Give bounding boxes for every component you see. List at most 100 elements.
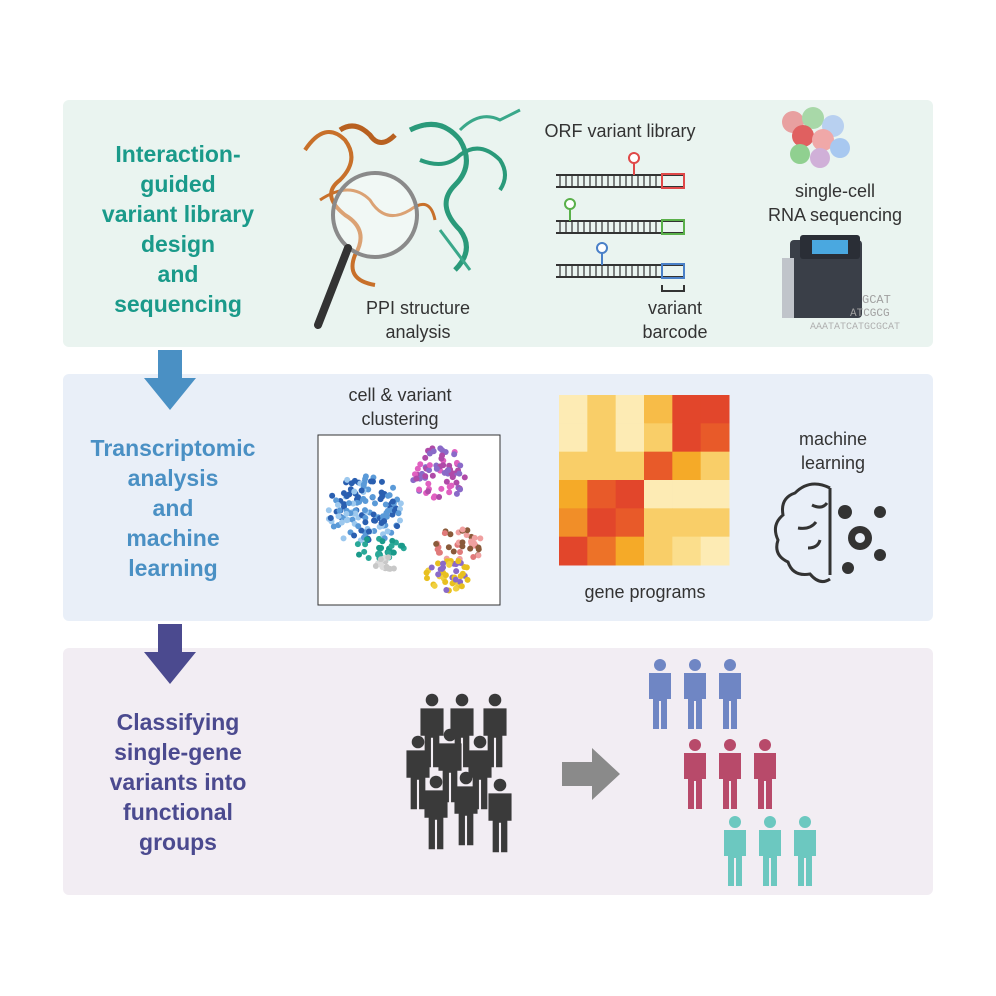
cluster-dot: [380, 513, 387, 520]
cluster-dot: [446, 483, 453, 490]
cluster-dot: [426, 450, 433, 457]
cluster-dot: [445, 544, 452, 551]
cluster-dot: [429, 472, 436, 479]
heatmap-cell: [615, 508, 645, 538]
cluster-dot: [325, 507, 332, 514]
cluster-dot: [467, 545, 474, 552]
heatmap-cell: [700, 423, 730, 453]
cluster-dot: [386, 492, 393, 499]
cluster-dot: [362, 497, 369, 504]
cluster-dot: [382, 501, 389, 508]
cluster-dot: [390, 549, 397, 556]
orf-construct-3: [556, 242, 685, 279]
person-icon: [684, 659, 706, 729]
cluster-dot: [447, 531, 454, 538]
cluster-dot: [378, 520, 385, 527]
cluster-dot: [455, 558, 462, 565]
brain-gears-icon: [773, 482, 832, 584]
cluster-dot: [457, 462, 464, 469]
grouped-people-icon: [649, 659, 816, 886]
heatmap-cell: [559, 423, 588, 453]
cluster-dot: [470, 554, 477, 561]
sequencer-icon: [782, 235, 862, 318]
cluster-dot: [356, 551, 363, 558]
cluster-dot: [335, 513, 342, 520]
person-icon: [759, 816, 781, 886]
heatmap-cell: [672, 451, 702, 481]
cluster-dot: [354, 541, 361, 548]
cluster-dot: [385, 554, 392, 561]
person-icon: [754, 739, 776, 809]
cluster-dot: [433, 465, 440, 472]
person-icon: [649, 659, 671, 729]
cluster-dot: [443, 586, 450, 593]
heatmap-cell: [644, 451, 673, 481]
cluster-dot: [435, 549, 442, 556]
clustering-dots: [325, 445, 484, 594]
seq-text-1: GCAT: [862, 293, 891, 307]
cluster-dot: [445, 467, 452, 474]
person-icon: [794, 816, 816, 886]
heatmap-cell: [587, 508, 617, 538]
cluster-dot: [355, 523, 362, 530]
cluster-dot: [423, 575, 430, 582]
barcode-bracket: [661, 285, 685, 292]
single-cell-icon: [782, 107, 850, 168]
cluster-dot: [361, 548, 368, 555]
cluster-dot: [459, 543, 466, 550]
cluster-dot: [351, 532, 358, 539]
cluster-dot: [371, 500, 378, 507]
magnifier-icon: [314, 171, 419, 329]
person-icon: [488, 778, 512, 853]
person-icon: [684, 739, 706, 809]
heatmap-cell: [644, 480, 673, 509]
cluster-dot: [439, 447, 446, 454]
heatmap-cell: [587, 480, 617, 509]
cluster-dot: [372, 563, 379, 570]
heatmap-cell: [615, 536, 645, 566]
cluster-dot: [340, 535, 347, 542]
cluster-dot: [329, 492, 336, 499]
cluster-dot: [351, 477, 358, 484]
person-icon: [406, 735, 430, 810]
gene-program-heatmap: [559, 395, 730, 566]
cluster-dot: [426, 467, 433, 474]
classify-arrow: [562, 748, 620, 800]
orf-construct-2: [556, 198, 685, 235]
label-clustering: cell & variant clustering: [348, 385, 452, 429]
cluster-dot: [464, 527, 471, 534]
cluster-dot: [377, 556, 384, 563]
cluster-dot: [351, 488, 358, 495]
flow-arrow-1: [144, 350, 196, 410]
cluster-dot: [340, 503, 347, 510]
cluster-dot: [397, 500, 404, 507]
cluster-dot: [438, 485, 445, 492]
label-ppi-structure: PPI structure analysis: [365, 298, 471, 342]
cluster-dot: [370, 511, 377, 518]
cluster-dot: [451, 451, 458, 458]
cluster-dot: [433, 540, 440, 547]
cluster-dot: [425, 488, 432, 495]
cluster-dot: [435, 560, 442, 567]
panel-classification: [63, 648, 933, 895]
heatmap-cell: [587, 536, 617, 566]
cluster-dot: [365, 555, 372, 562]
cluster-dot: [436, 494, 443, 501]
cluster-dot: [390, 565, 397, 572]
cluster-dot: [389, 537, 396, 544]
cluster-dot: [453, 490, 460, 497]
cluster-dot: [417, 461, 424, 468]
heatmap-cell: [672, 395, 702, 424]
cluster-dot: [422, 473, 429, 480]
seq-text-3: AAATATCATGCGCAT: [810, 322, 900, 333]
cluster-dot: [363, 536, 370, 543]
cluster-dot: [457, 573, 464, 580]
cluster-dot: [435, 571, 442, 578]
cluster-dot: [327, 515, 334, 522]
cluster-dot: [395, 510, 402, 517]
heatmap-cell: [700, 395, 730, 424]
panel-title-transcriptomic: Transcriptomic analysis and machine lear…: [90, 435, 256, 581]
cluster-dot: [394, 523, 401, 530]
cluster-dot: [446, 561, 453, 568]
orf-construct-1: [556, 152, 685, 189]
